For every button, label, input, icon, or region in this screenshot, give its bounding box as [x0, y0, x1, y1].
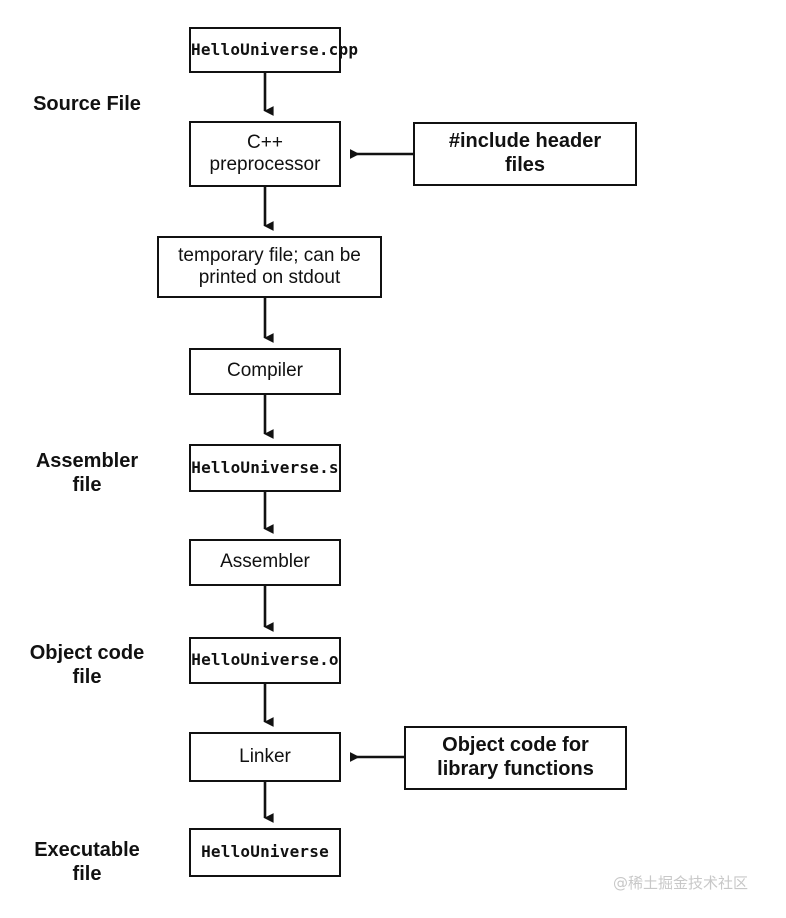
node-hellouniverse-cpp[interactable]: HelloUniverse.cpp — [189, 27, 359, 73]
node-hellouniverse[interactable]: HelloUniverse — [189, 828, 341, 877]
node-hellouniverse-s[interactable]: HelloUniverse.s — [189, 444, 341, 492]
node-object-code-library-label: Object code for library functions — [437, 734, 594, 780]
node-hellouniverse-o-label: HelloUniverse.o — [191, 650, 339, 670]
node-hellouniverse-s-label: HelloUniverse.s — [191, 457, 339, 477]
node-temporary-file[interactable]: temporary file; can be printed on stdout — [157, 236, 382, 298]
stage-label-object-code-file: Object code file — [29, 642, 145, 689]
node-compiler-label: Compiler — [226, 360, 304, 382]
node-hellouniverse-o[interactable]: HelloUniverse.o — [189, 637, 341, 684]
node-cpp-preprocessor-label: C++ preprocessor — [209, 131, 321, 175]
stage-label-assembler-file: Assembler file — [35, 450, 139, 497]
node-object-code-library[interactable]: Object code for library functions — [404, 726, 627, 790]
node-hellouniverse-label: HelloUniverse — [201, 842, 329, 862]
stage-label-executable-file: Executable file — [34, 839, 140, 886]
node-include-header-files-label: #include header files — [448, 130, 602, 176]
node-cpp-preprocessor[interactable]: C++ preprocessor — [189, 121, 341, 187]
stage-label-source-file: Source File — [33, 93, 141, 115]
node-linker-label: Linker — [239, 745, 291, 767]
node-temporary-file-label: temporary file; can be printed on stdout — [178, 244, 361, 288]
node-compiler[interactable]: Compiler — [189, 348, 341, 395]
watermark: @稀土掘金技术社区 — [613, 874, 749, 892]
node-assembler-label: Assembler — [220, 551, 310, 573]
node-include-header-files[interactable]: #include header files — [413, 122, 637, 186]
node-assembler[interactable]: Assembler — [189, 539, 341, 586]
node-linker[interactable]: Linker — [189, 732, 341, 782]
node-hellouniverse-cpp-label: HelloUniverse.cpp — [191, 39, 359, 59]
